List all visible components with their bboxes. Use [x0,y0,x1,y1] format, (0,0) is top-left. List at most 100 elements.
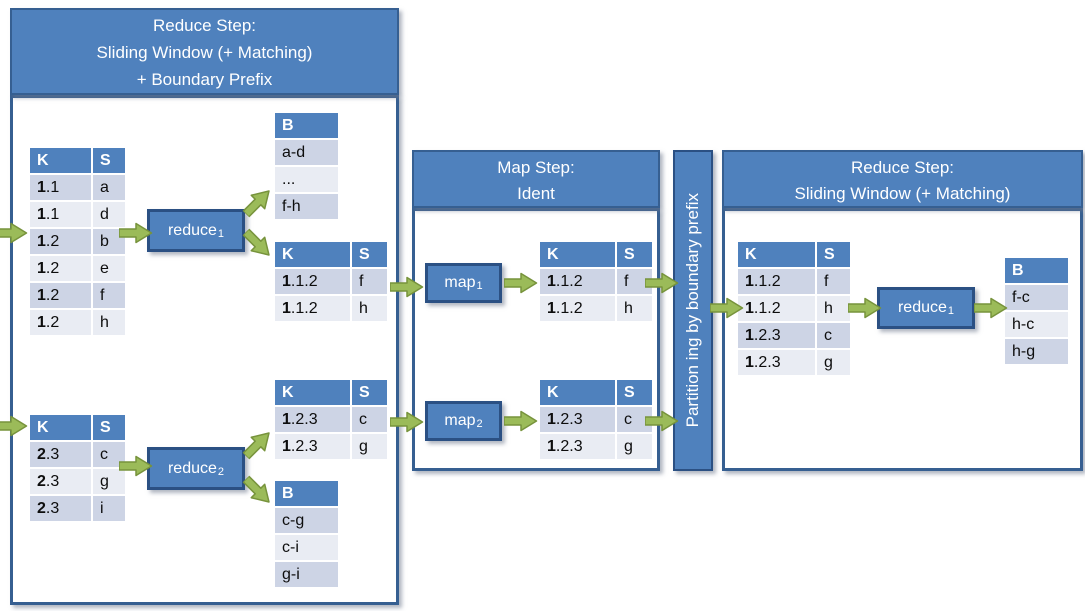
table-header-cell: K [275,242,350,267]
table-cell: 1.1.2 [540,296,615,321]
partition-bar: Partition ing by boundary prefix [673,150,713,471]
left-panel-title: Reduce Step: Sliding Window (+ Matching)… [10,8,399,95]
arrow-down-right-icon [238,224,278,264]
table-header-cell: S [352,380,387,405]
table-row: g-i [275,562,338,587]
node-label: reduce [167,459,217,477]
arrow-right-icon [118,222,153,244]
table-cell: h [617,296,652,321]
table-cell: 1.1.2 [275,296,350,321]
title-line: Sliding Window (+ Matching) [96,43,313,62]
table-cell: h-g [1005,339,1068,364]
node-subscript: 1 [217,227,225,240]
table-cell: 1.2.3 [738,323,815,348]
table-header-row: B [275,481,338,506]
arrow-right-icon [0,415,28,437]
table-cell: g [817,350,850,375]
table-row: a-d [275,140,338,165]
title-line: Ident [517,184,555,203]
arrow-right-icon [973,297,1008,319]
arrow-right-icon [389,276,424,298]
table-header-cell: B [1005,258,1068,283]
node-subscript: 2 [476,418,483,430]
table-cell: f [817,269,850,294]
table-header-cell: S [817,242,850,267]
arrow-right-icon [118,455,153,477]
table-cell: h [352,296,387,321]
table-cell: d [93,202,125,227]
node-subscript: 1 [947,305,955,317]
arrow-right-icon [0,222,28,244]
table-cell: 1.1.2 [738,296,815,321]
table-cell: c-g [275,508,338,533]
table-row: h-g [1005,339,1068,364]
table-cell: 1.2 [30,283,91,308]
table-cell: 1.1 [30,175,91,200]
table-header-cell: B [275,481,338,506]
partition-bar-label: Partition ing by boundary prefix [683,193,702,428]
map-panel-title: Map Step: Ident [412,150,660,208]
table-cell: h [817,296,850,321]
table-cell: f-c [1005,285,1068,310]
arrow-up-right-icon [238,424,278,464]
table-cell: c [352,407,387,432]
node-label: map [444,274,476,291]
table-cell: 1.2.3 [275,434,350,459]
table-header-cell: K [738,242,815,267]
table-header-cell: K [275,380,350,405]
table-cell: f [93,283,125,308]
node-label: map [444,412,476,429]
table-cell: 1.2 [30,256,91,281]
table-cell: 2.3 [30,469,91,494]
table-cell: e [93,256,125,281]
arrow-right-icon [503,410,538,432]
table-header-cell: S [617,380,652,405]
table-header-row: B [1005,258,1068,283]
table-header-cell: S [93,415,125,440]
table-cell: 1.2.3 [275,407,350,432]
arrow-right-icon [847,297,882,319]
title-line: Map Step: [497,158,575,177]
node-subscript: 2 [217,465,225,478]
table-header-row: B [275,113,338,138]
arrow-right-icon [389,411,424,433]
arrow-right-icon [644,410,679,432]
table-row: f-h [275,194,338,219]
table-cell: g-i [275,562,338,587]
title-line: Sliding Window (+ Matching) [794,184,1011,203]
table-cell: c [817,323,850,348]
table-cell: g [93,469,125,494]
arrow-right-icon [644,272,679,294]
table-cell: 1.2.3 [738,350,815,375]
table-cell: 1.1.2 [540,269,615,294]
